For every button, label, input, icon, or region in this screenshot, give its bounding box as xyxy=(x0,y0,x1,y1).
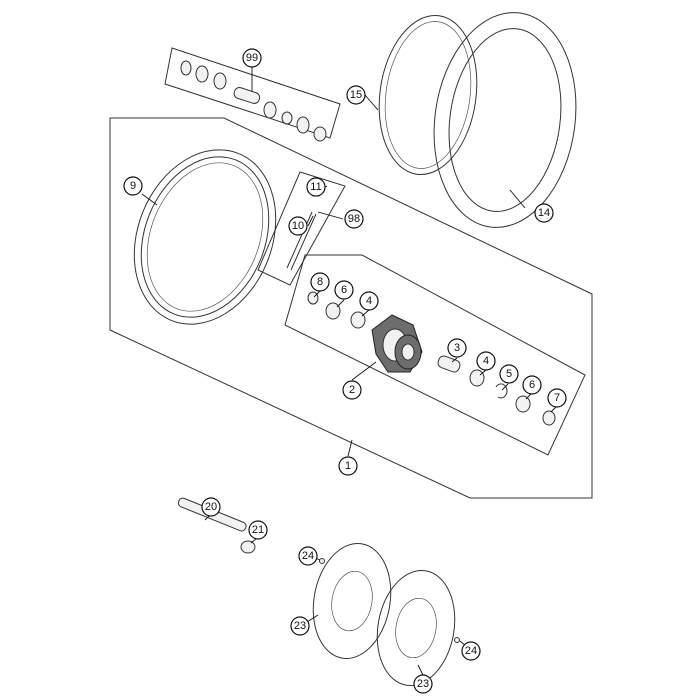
callout-23-right: 23 xyxy=(413,674,433,694)
callout-4-right: 4 xyxy=(476,351,496,371)
hub-group-frame xyxy=(284,254,586,456)
svg-text:10: 10 xyxy=(292,220,304,232)
svg-text:15: 15 xyxy=(350,89,362,101)
axle-nut xyxy=(240,540,256,554)
spoke-kit-frame xyxy=(257,171,346,286)
svg-text:3: 3 xyxy=(454,342,460,354)
svg-text:8: 8 xyxy=(317,276,323,288)
svg-text:2: 2 xyxy=(349,384,355,396)
wheel-rim xyxy=(133,149,277,325)
callout-99: 99 xyxy=(242,48,262,68)
callout-6-right: 6 xyxy=(522,375,542,395)
hub-body xyxy=(371,314,423,373)
callout-5: 5 xyxy=(499,364,519,384)
bearing-kit-frame xyxy=(164,47,341,139)
callout-24: 24 xyxy=(298,546,318,566)
callout-20: 20 xyxy=(201,497,221,517)
inner-tube xyxy=(378,14,478,176)
bearing-kit-parts xyxy=(180,60,327,142)
svg-text:7: 7 xyxy=(554,392,560,404)
tyre xyxy=(433,12,577,228)
callout-15: 15 xyxy=(346,85,366,105)
callout-2: 2 xyxy=(342,380,362,400)
wheel-assembly-frame xyxy=(109,117,593,499)
callout-24-right: 24 xyxy=(461,641,481,661)
hub-parts xyxy=(307,291,556,426)
callout-9: 9 xyxy=(123,176,143,196)
callout-7: 7 xyxy=(547,388,567,408)
svg-text:6: 6 xyxy=(341,284,347,296)
brake-disc-left xyxy=(312,543,392,659)
disc-bolts xyxy=(319,558,460,643)
callout-98: 98 xyxy=(344,209,364,229)
callout-1: 1 xyxy=(338,456,358,476)
svg-text:98: 98 xyxy=(348,213,360,225)
callout-11: 11 xyxy=(306,177,326,197)
svg-text:11: 11 xyxy=(310,181,321,193)
svg-text:20: 20 xyxy=(205,501,217,513)
callout-3: 3 xyxy=(447,338,467,358)
svg-text:23: 23 xyxy=(294,620,306,632)
svg-text:24: 24 xyxy=(465,645,477,657)
callout-10: 10 xyxy=(288,216,308,236)
svg-text:5: 5 xyxy=(506,368,512,380)
svg-text:9: 9 xyxy=(130,180,136,192)
brake-disc-right xyxy=(376,570,456,686)
callout-21: 21 xyxy=(248,520,268,540)
callout-4: 4 xyxy=(359,291,379,311)
svg-text:6: 6 xyxy=(529,379,535,391)
svg-text:21: 21 xyxy=(252,524,264,536)
svg-text:4: 4 xyxy=(366,295,372,307)
svg-text:99: 99 xyxy=(246,52,258,64)
svg-text:14: 14 xyxy=(538,207,550,219)
callout-8: 8 xyxy=(310,272,330,292)
svg-text:4: 4 xyxy=(483,355,489,367)
callout-14: 14 xyxy=(534,203,554,223)
svg-text:1: 1 xyxy=(345,460,351,472)
callout-23: 23 xyxy=(290,616,310,636)
callout-6: 6 xyxy=(334,280,354,300)
leader-lines xyxy=(141,67,557,676)
svg-text:24: 24 xyxy=(302,550,314,562)
svg-text:23: 23 xyxy=(417,678,429,690)
